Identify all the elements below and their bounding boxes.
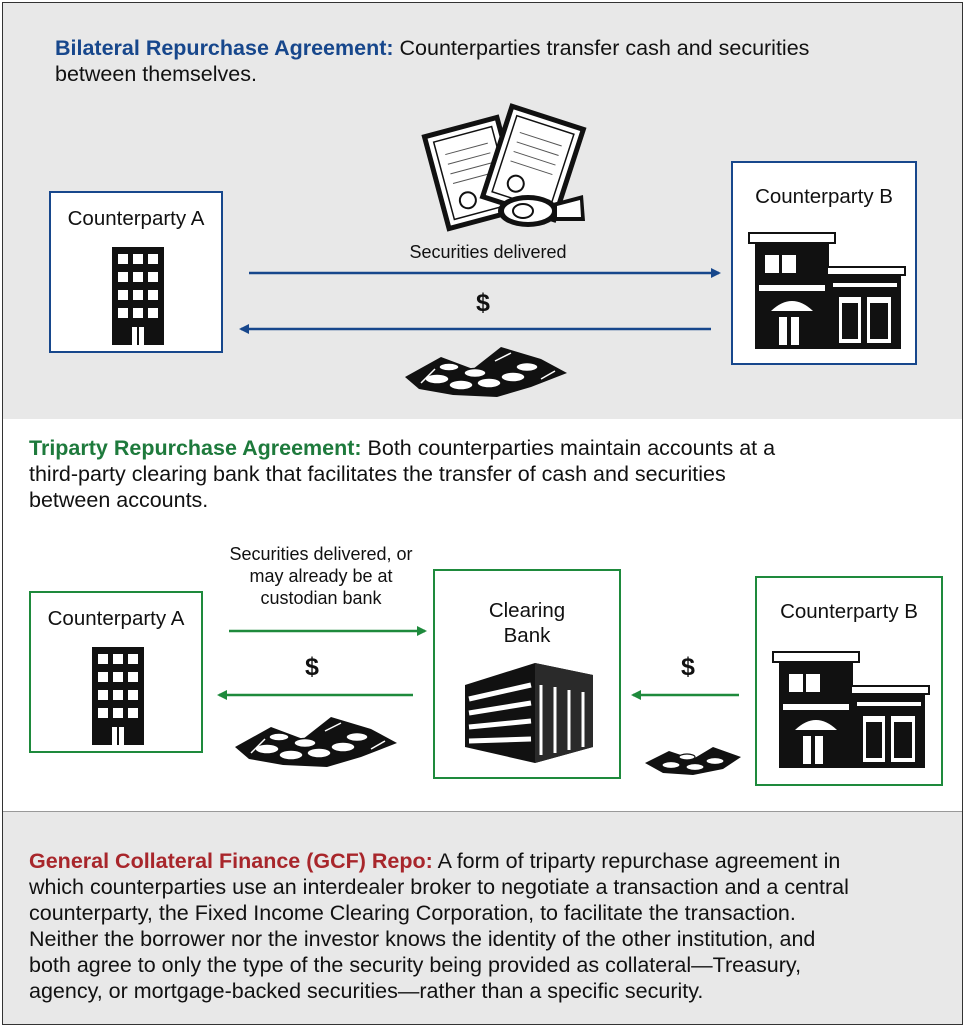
triparty-cash-arrow-right [631,690,739,700]
office-tower-icon [112,247,164,345]
gcf-panel: General Collateral Finance (GCF) Repo: A… [3,811,962,1024]
bilateral-counterparty-b-box: Counterparty B [731,161,917,365]
bilateral-securities-arrow [249,268,721,278]
office-tower-icon [92,647,144,745]
cash-pile-icon [405,347,567,397]
triparty-text-line2: third-party clearing bank that facilitat… [29,462,726,486]
gcf-text-line2: which counterparties use an interdealer … [29,875,849,899]
cash-pile-icon [235,717,397,767]
triparty-cash-label-left: $ [305,653,319,681]
triparty-panel: Triparty Repurchase Agreement: Both coun… [3,419,962,811]
bilateral-cash-arrow [239,324,711,334]
securities-certificates-icon [421,103,587,232]
gcf-text-line1: A form of triparty repurchase agreement … [432,849,841,873]
bilateral-text-line1: Counterparties transfer cash and securit… [393,36,810,60]
cash-pile-icon [645,747,741,775]
bilateral-panel: Bilateral Repurchase Agreement: Counterp… [3,3,962,419]
triparty-cash-label-right: $ [681,653,695,681]
gcf-description: General Collateral Finance (GCF) Repo: A… [29,848,849,1004]
gcf-text-line3: counterparty, the Fixed Income Clearing … [29,901,796,925]
triparty-text-line1: Both counterparties maintain accounts at… [361,436,776,460]
clearing-bank-label-line2: Bank [503,624,551,647]
clearing-bank-box: Clearing Bank [433,569,621,779]
triparty-heading: Triparty Repurchase Agreement: [29,436,362,460]
triparty-counterparty-a-box: Counterparty A [29,591,203,753]
triparty-counterparty-b-box: Counterparty B [755,576,943,786]
triparty-securities-label-line2: may already be at [249,566,393,586]
gcf-text-line5: both agree to only the type of the secur… [29,953,802,977]
bilateral-description: Bilateral Repurchase Agreement: Counterp… [55,35,809,87]
clearing-bank-building-icon [465,663,593,763]
counterparty-a-label: Counterparty A [67,207,205,230]
triparty-securities-label-line3: custodian bank [260,588,382,608]
triparty-description: Triparty Repurchase Agreement: Both coun… [29,435,775,513]
bilateral-text-line2: between themselves. [55,62,257,86]
counterparty-b-label: Counterparty B [780,600,918,623]
triparty-cash-arrow-left [217,690,413,700]
bilateral-securities-label: Securities delivered [409,242,567,262]
gcf-heading: General Collateral Finance (GCF) Repo: [29,849,433,873]
bank-building-icon [772,651,930,768]
gcf-text-line6: agency, or mortgage-backed securities—ra… [29,979,704,1003]
bilateral-heading: Bilateral Repurchase Agreement: [55,36,394,60]
bilateral-counterparty-a-box: Counterparty A [49,191,223,353]
gcf-text-line4: Neither the borrower nor the investor kn… [29,927,816,951]
counterparty-b-label: Counterparty B [755,185,893,208]
triparty-securities-arrow [229,626,427,636]
counterparty-a-label: Counterparty A [47,607,185,630]
bank-building-icon [748,232,906,349]
triparty-text-line3: between accounts. [29,488,209,512]
clearing-bank-label-line1: Clearing [488,599,566,622]
triparty-securities-label-line1: Securities delivered, or [229,544,413,564]
bilateral-cash-label: $ [476,289,490,317]
triparty-securities-label: Securities delivered, or may already be … [201,543,441,609]
